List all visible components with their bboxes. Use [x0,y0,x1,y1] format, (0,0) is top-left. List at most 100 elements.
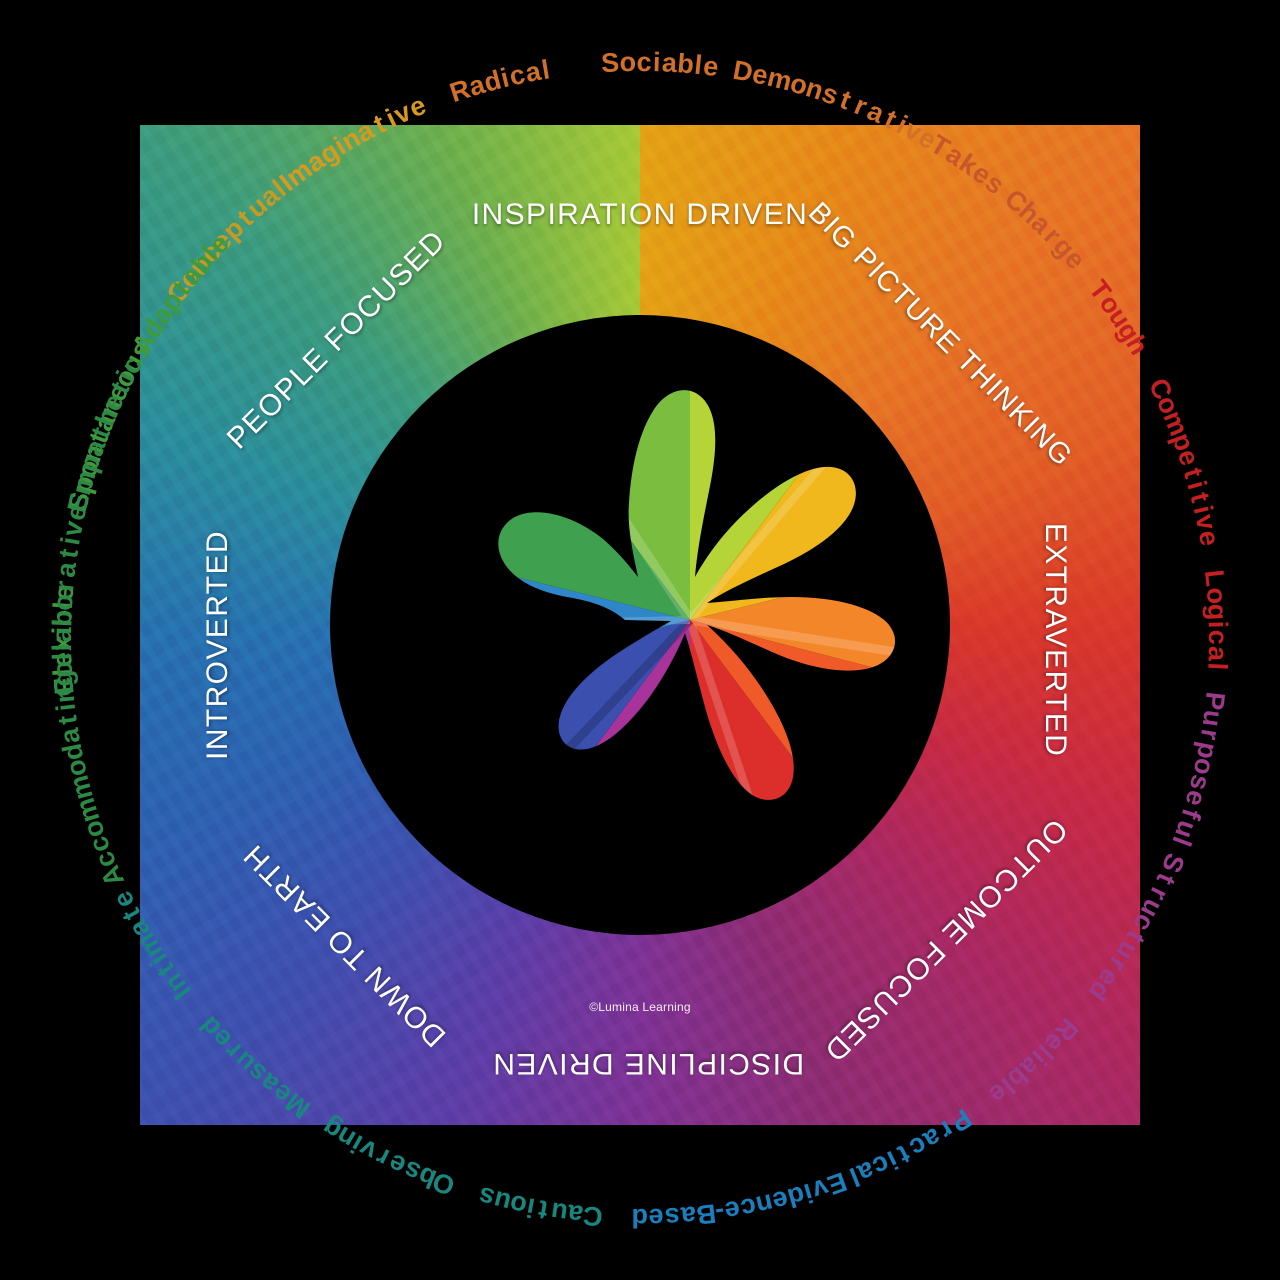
trait-char: v [354,1133,382,1167]
trait-char: B [694,1198,717,1230]
trait-char: P [1199,690,1231,711]
trait-char: r [1194,727,1225,743]
trait-char: g [48,669,79,688]
trait-char: C [582,1200,604,1232]
trait-char: r [49,579,80,593]
trait-char: a [918,1122,947,1156]
trait-char: F [48,677,79,696]
trait-char: e [101,379,135,406]
trait-char: f [1175,805,1207,824]
trait-char: i [55,534,86,547]
trait-char: t [893,1139,915,1170]
trait-char: e [384,1148,411,1182]
trait-char: i [1188,503,1219,517]
trait-char: l [48,668,78,677]
trait-char: a [50,559,82,579]
trait-char: L [1199,568,1231,588]
trait-char: i [653,47,662,77]
trait-char: S [1156,849,1191,877]
trait-char: r [371,1141,394,1173]
trait-char: c [89,847,123,873]
trait-char: m [63,772,98,803]
trait-char: a [1203,646,1233,663]
quadrant-label-inspiration-driven: INSPIRATION DRIVEN [471,198,809,231]
trait-char: a [47,626,77,642]
trait-char: t [836,84,855,115]
quadrant-label-discipline-driven: DISCIPLINE DRIVEN [491,1047,805,1080]
trait-char: o [48,593,79,612]
trait-char: m [66,467,101,499]
trait-char: i [47,626,77,634]
quadrant-label-introverted: INTROVERTED [201,530,234,760]
trait-char: C [1143,374,1179,405]
trait-char: p [67,472,100,496]
trait-char: b [47,609,78,627]
trait-char: i [498,63,513,94]
trait-char: n [76,440,110,466]
trait-char: E [823,1166,850,1200]
trait-char: S [62,489,96,514]
trait-char: a [679,1200,697,1231]
trait-char: t [53,547,84,561]
trait-char: t [52,713,83,726]
trait-char: i [882,1145,902,1175]
trait-char: e [722,1195,742,1227]
trait-char: n [94,394,128,421]
trait-char: t [85,423,116,442]
trait-char: e [1179,787,1212,810]
trait-char: d [631,1203,648,1233]
trait-char: u [1169,817,1203,843]
trait-char: l [1166,833,1197,851]
trait-char: R [446,73,474,108]
trait-char: i [111,366,141,387]
trait-char: o [1151,391,1185,419]
trait-char: r [850,90,872,122]
trait-char: e [405,90,431,124]
splat-body [498,390,896,800]
trait-char: v [57,518,89,539]
quadrant-label-extraverted: EXTRAVERTED [1039,522,1072,758]
trait-char: c [636,47,652,77]
trait-char: c [83,832,116,857]
trait-char: t [1184,489,1215,505]
trait-char: i [1181,477,1212,493]
trait-char: r [1143,883,1175,906]
trait-char: o [787,68,811,101]
trait-char: D [731,55,756,88]
trait-char: s [1184,772,1217,794]
trait-char: a [523,56,544,88]
trait-char: e [769,1184,791,1217]
trait-char: t [1178,464,1209,482]
trait-char: t [105,377,136,398]
trait-char: l [48,600,78,610]
trait-char: a [661,47,679,78]
trait-char: l [539,54,552,85]
trait-char: u [549,1196,570,1228]
trait-char: o [1187,755,1220,778]
trait-char: d [57,741,90,763]
trait-char: S [600,47,620,78]
trait-char: e [47,651,78,667]
trait-char: o [77,816,111,842]
copyright-text: ©Lumina Learning [589,1000,691,1014]
trait-char: e [702,51,721,83]
trait-char: n [802,72,827,106]
trait-char: a [88,409,122,435]
trait-char: o [71,456,105,481]
trait-char: m [70,794,106,826]
trait-char: n [49,685,80,705]
trait-char: i [51,702,82,713]
trait-char: i [346,1129,368,1159]
trait-char: c [507,59,528,92]
